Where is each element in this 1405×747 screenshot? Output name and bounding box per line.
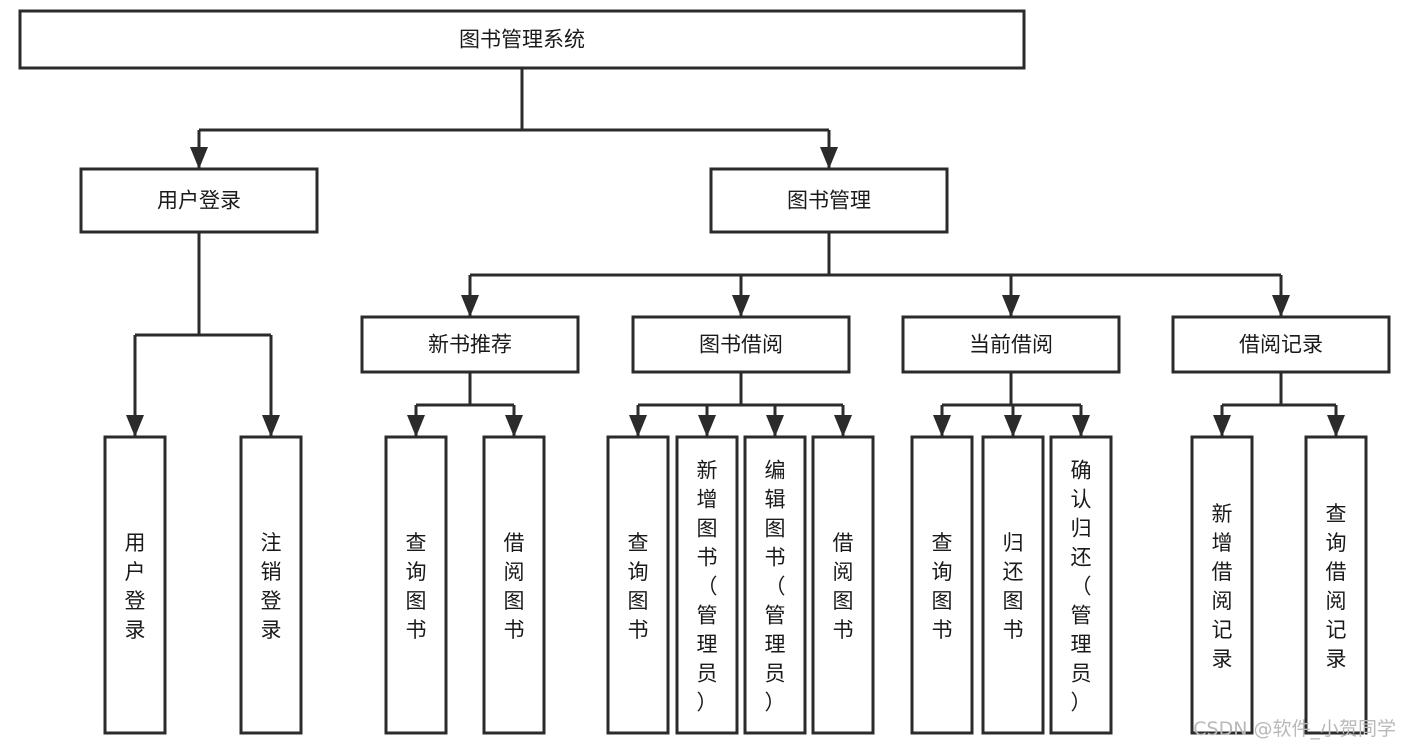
edge-group-n-book-manage [461,232,1290,317]
node-label-n-new-book-rec: 新书推荐 [428,333,512,357]
node-box-l-nb-query[interactable] [384,435,448,735]
edge-group-n-new-book-rec [407,372,523,437]
node-label-n-current-borrow: 当前借阅 [969,333,1053,357]
arrow-head-icon [190,147,208,169]
arrow-head-icon [262,415,280,437]
node-box-n-book-borrow[interactable] [631,315,851,374]
node-l-bb-query[interactable]: 查询图书 [606,435,670,735]
node-label-l-bb-borrow: 借阅图书 [833,531,854,642]
node-label-n-book-borrow: 图书借阅 [699,333,783,357]
arrow-head-icon [505,415,523,437]
arrow-head-icon [407,415,425,437]
node-l-br-add[interactable]: 新增借阅记录 [1190,435,1254,735]
arrow-head-icon [834,415,852,437]
node-label-l-nb-borrow: 借阅图书 [504,531,525,642]
node-layer: 图书管理系统用户登录图书管理新书推荐图书借阅当前借阅借阅记录用户登录注销登录查询… [18,9,1391,735]
node-box-root[interactable] [18,9,1026,70]
node-label-l-br-add: 新增借阅记录 [1212,502,1233,671]
node-root[interactable]: 图书管理系统 [18,9,1026,70]
node-box-l-br-query[interactable] [1304,435,1368,735]
arrow-head-icon [629,415,647,437]
node-l-bb-add[interactable]: 新增图书（管理员） [675,435,739,735]
node-n-user-login[interactable]: 用户登录 [79,167,319,234]
edge-group-n-current-borrow [933,372,1090,437]
edge-group-root [190,68,838,169]
node-label-l-cb-query: 查询图书 [932,531,953,642]
node-box-n-new-book-rec[interactable] [360,315,580,374]
node-label-l-nb-query: 查询图书 [406,531,427,642]
connector-layer [126,68,1345,437]
node-l-cb-query[interactable]: 查询图书 [910,435,974,735]
node-box-n-current-borrow[interactable] [901,315,1121,374]
node-box-l-bb-add[interactable] [675,435,739,735]
node-box-l-bb-borrow[interactable] [811,435,875,735]
node-label-l-bb-query: 查询图书 [628,531,649,642]
node-box-l-nb-borrow[interactable] [482,435,546,735]
arrow-head-icon [820,147,838,169]
edge-group-n-user-login [126,232,280,437]
node-label-root: 图书管理系统 [459,28,585,52]
node-n-book-borrow[interactable]: 图书借阅 [631,315,851,374]
edge-group-n-book-borrow [629,372,852,437]
arrow-head-icon [1002,295,1020,317]
node-box-n-user-login[interactable] [79,167,319,234]
node-label-l-user-login: 用户登录 [125,531,146,642]
node-label-n-user-login: 用户登录 [157,189,241,213]
csdn-watermark: CSDN @软件_小贺同学 [1193,718,1396,740]
node-box-l-bb-edit[interactable] [743,435,807,735]
arrow-head-icon [126,415,144,437]
arrow-head-icon [461,295,479,317]
node-l-nb-query[interactable]: 查询图书 [384,435,448,735]
node-box-l-bb-query[interactable] [606,435,670,735]
node-box-l-br-add[interactable] [1190,435,1254,735]
node-label-n-book-manage: 图书管理 [787,189,871,213]
node-label-l-br-query: 查询借阅记录 [1326,502,1347,671]
edge-group-n-borrow-record [1213,372,1345,437]
node-l-user-logout[interactable]: 注销登录 [239,435,303,735]
node-n-new-book-rec[interactable]: 新书推荐 [360,315,580,374]
node-l-cb-confirm[interactable]: 确认归还（管理员） [1049,435,1113,735]
node-box-l-cb-confirm[interactable] [1049,435,1113,735]
node-l-user-login[interactable]: 用户登录 [103,435,167,735]
node-box-l-user-login[interactable] [103,435,167,735]
node-l-br-query[interactable]: 查询借阅记录 [1304,435,1368,735]
node-l-nb-borrow[interactable]: 借阅图书 [482,435,546,735]
arrow-head-icon [766,415,784,437]
arrow-head-icon [1327,415,1345,437]
node-l-bb-borrow[interactable]: 借阅图书 [811,435,875,735]
arrow-head-icon [698,415,716,437]
node-n-borrow-record[interactable]: 借阅记录 [1171,315,1391,374]
node-box-l-cb-query[interactable] [910,435,974,735]
arrow-head-icon [933,415,951,437]
arrow-head-icon [1272,295,1290,317]
node-l-cb-return[interactable]: 归还图书 [981,435,1045,735]
arrow-head-icon [1213,415,1231,437]
node-label-l-bb-edit: 编辑图书（管理员） [765,459,786,715]
arrow-head-icon [732,295,750,317]
node-n-book-manage[interactable]: 图书管理 [709,167,949,234]
node-label-l-cb-confirm: 确认归还（管理员） [1071,459,1092,715]
node-box-n-borrow-record[interactable] [1171,315,1391,374]
node-box-l-cb-return[interactable] [981,435,1045,735]
node-l-bb-edit[interactable]: 编辑图书（管理员） [743,435,807,735]
node-box-l-user-logout[interactable] [239,435,303,735]
node-box-n-book-manage[interactable] [709,167,949,234]
arrow-head-icon [1004,415,1022,437]
node-label-l-cb-return: 归还图书 [1003,531,1024,642]
arrow-head-icon [1072,415,1090,437]
node-label-n-borrow-record: 借阅记录 [1239,333,1323,357]
node-n-current-borrow[interactable]: 当前借阅 [901,315,1121,374]
node-label-l-user-logout: 注销登录 [261,531,282,642]
node-label-l-bb-add: 新增图书（管理员） [697,459,718,715]
